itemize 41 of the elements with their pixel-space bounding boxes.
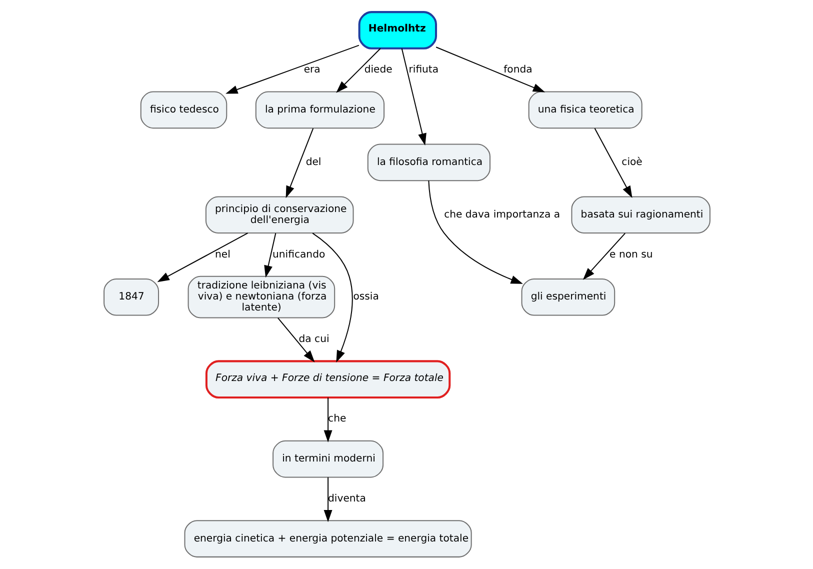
node-box: una fisica teoretica <box>528 91 642 129</box>
edge-label: che dava importanza a <box>444 209 560 220</box>
node-box: la prima formulazione <box>254 91 384 129</box>
edge-label: rifiuta <box>408 64 438 76</box>
edge-label: ossia <box>352 292 378 303</box>
node-box: energia cinetica + energia potenziale = energia totale <box>184 520 472 558</box>
edge-label: fonda <box>503 64 532 76</box>
edge-label: cioè <box>621 156 642 168</box>
edge-label: diventa <box>328 493 366 504</box>
edge-label: nel <box>214 249 230 260</box>
edge-label: del <box>305 156 321 168</box>
arrow <box>277 318 314 362</box>
edge-label: era <box>303 64 320 76</box>
node-box: fisico tedesco <box>140 91 227 129</box>
edge-label: e non su <box>609 249 652 260</box>
edge-label: unificando <box>272 249 325 260</box>
node-box: Forza viva + Forze di tensione = Forza totale <box>204 360 450 399</box>
node-box: basata sui ragionamenti <box>570 196 710 234</box>
arrow <box>264 233 276 278</box>
arrow <box>428 180 522 284</box>
edge-label: che <box>328 414 346 425</box>
arrow <box>323 398 332 442</box>
edge-label: da cui <box>298 334 329 346</box>
node-box: gli esperimenti <box>520 278 615 316</box>
arrow <box>435 46 545 92</box>
arrow <box>225 44 359 94</box>
arrow <box>594 128 632 198</box>
arrow <box>156 232 248 282</box>
node-box: la filosofia romantica <box>366 144 490 182</box>
node-box: tradizione leibniziana (vis viva) e newtoniana (forza latente) <box>187 276 335 318</box>
arrow <box>400 48 426 146</box>
node-box: principio di conservazione dell'energia <box>204 196 354 234</box>
arrow <box>582 232 625 280</box>
arrow <box>336 48 380 93</box>
edge-label: diede <box>364 64 392 76</box>
node-box: Helmolhtz <box>358 11 437 50</box>
arrow <box>323 477 332 522</box>
arrow <box>312 232 352 363</box>
node-box: 1847 <box>103 278 159 316</box>
node-box: in termini moderni <box>272 440 384 478</box>
arrow <box>285 128 314 198</box>
